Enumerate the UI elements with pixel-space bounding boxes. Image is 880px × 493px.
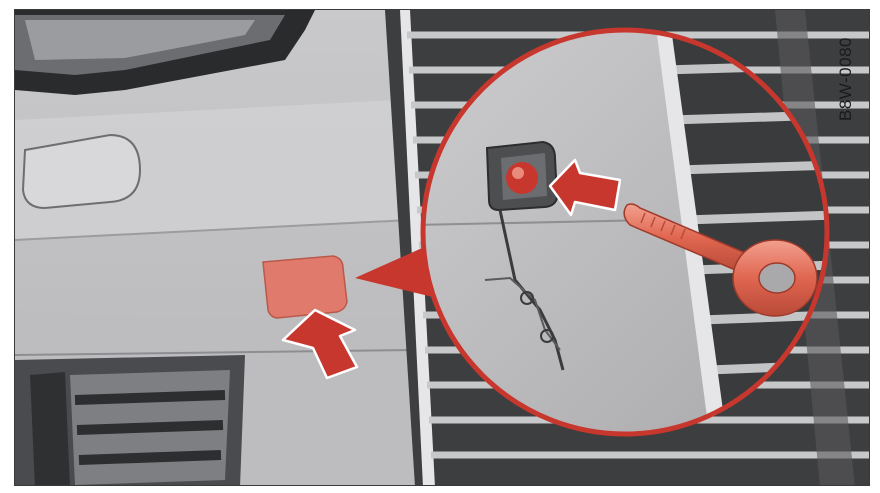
car-front-illustration [15, 10, 870, 486]
figure-code-label: B8W-0080 [826, 14, 866, 144]
figure-code-text: B8W-0080 [836, 37, 856, 121]
lower-intake-grille [15, 355, 245, 486]
threaded-socket [506, 162, 538, 194]
bumper-cover-icon [263, 256, 347, 318]
illustration-frame [14, 9, 870, 486]
